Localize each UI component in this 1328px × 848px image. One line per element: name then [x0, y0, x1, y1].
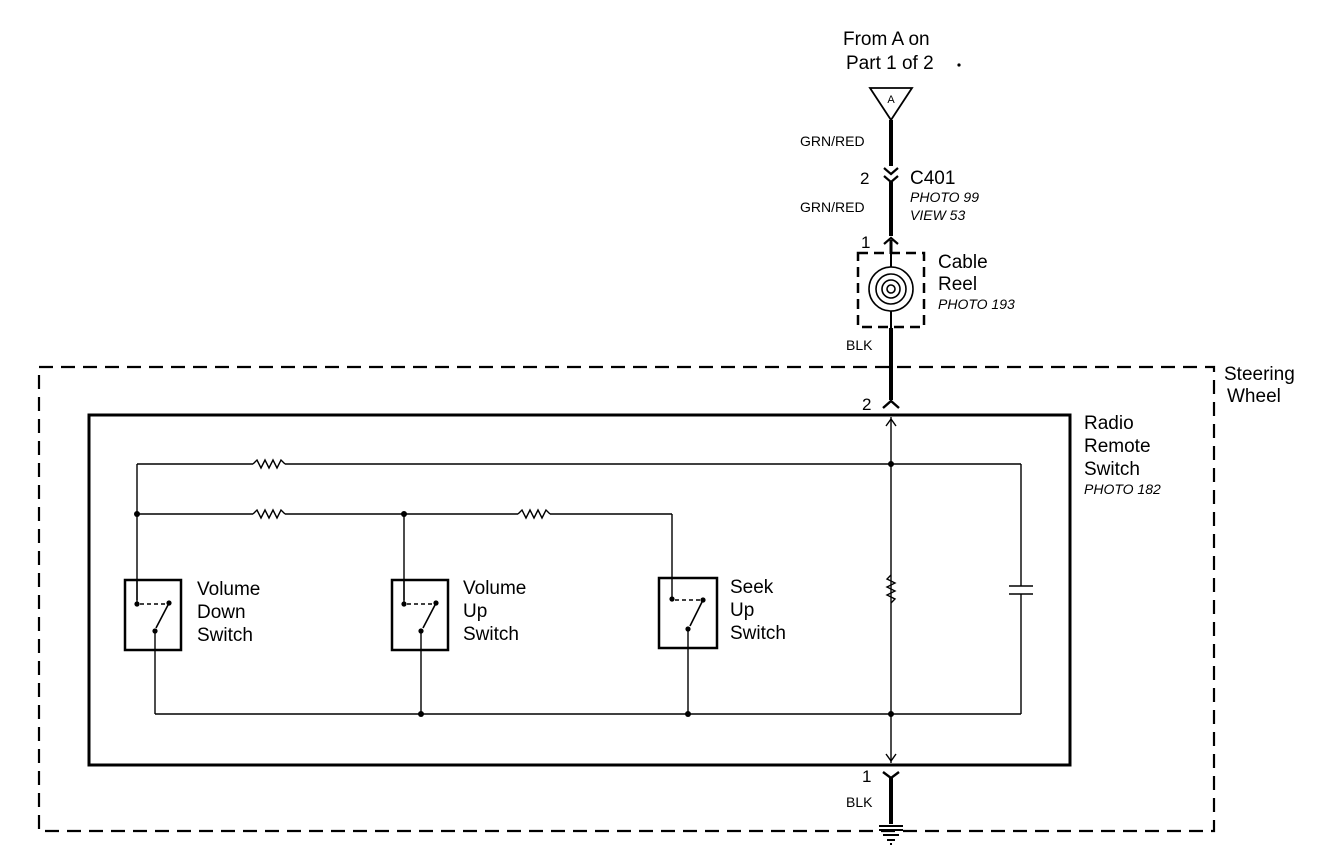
junction-dot [685, 711, 691, 717]
c401-photo-label: PHOTO 99 [910, 189, 979, 205]
bus-resistor [885, 574, 897, 604]
steering-wheel-line1: Steering [1224, 364, 1295, 385]
radio-switch-pin1-symbol [882, 771, 900, 780]
switch-2-line3: Switch [463, 624, 519, 645]
cable-reel-line1: Cable [938, 252, 988, 273]
volume-down-switch [123, 578, 183, 652]
cable-reel-photo: PHOTO 193 [938, 296, 1015, 312]
junction-dot [888, 461, 894, 467]
junction-dot [888, 711, 894, 717]
switch-3-line2: Up [730, 600, 754, 621]
wire-ground-color-label: BLK [846, 794, 873, 810]
cable-reel-coil-icon [868, 266, 914, 312]
wire-lower-color-label: GRN/RED [800, 199, 865, 215]
switch-3-line1: Seek [730, 577, 774, 598]
radio-switch-pin2-symbol [882, 399, 900, 409]
ground-rail [154, 648, 1021, 715]
source-line2: Part 1 of 2 [846, 53, 934, 74]
radio-remote-switch-line3: Switch [1084, 459, 1140, 480]
switch-1-line2: Down [197, 602, 246, 623]
source-period-dot [957, 63, 961, 67]
radio-remote-switch-box [87, 413, 1072, 767]
connector-c401-symbol [883, 167, 899, 184]
cable-reel-pin1-symbol [883, 236, 899, 245]
seek-up-switch [657, 576, 719, 650]
source-marker-letter: A [887, 94, 895, 106]
cable-reel-pin-label: 1 [861, 233, 870, 252]
radio-remote-switch-line1: Radio [1084, 413, 1134, 434]
c401-name-label: C401 [910, 168, 955, 189]
switch-1-line3: Switch [197, 625, 253, 646]
radio-switch-pin-top-label: 2 [862, 395, 871, 414]
wire-upper-color-label: GRN/RED [800, 133, 865, 149]
cable-reel-box [856, 251, 926, 329]
radio-switch-pin-bottom-label: 1 [862, 767, 871, 786]
cable-reel-line2: Reel [938, 274, 977, 295]
source-line1: From A on [843, 29, 930, 50]
switch-3-line3: Switch [730, 623, 786, 644]
switch-rail [136, 508, 673, 600]
junction-dot [418, 711, 424, 717]
c401-view-label: VIEW 53 [910, 207, 965, 223]
steering-wheel-line2: Wheel [1227, 386, 1281, 407]
switch-1-line1: Volume [197, 579, 260, 600]
source-marker-a: A [868, 87, 914, 122]
capacitor [1009, 585, 1033, 714]
wire-reel-out-color-label: BLK [846, 337, 873, 353]
ground-icon [879, 825, 903, 845]
c401-pin-label: 2 [860, 169, 869, 188]
volume-up-switch [390, 578, 450, 652]
junction-dot [134, 511, 140, 517]
switch-2-line2: Up [463, 601, 487, 622]
steering-wheel-boundary [37, 365, 1216, 833]
top-rail [136, 458, 1022, 586]
junction-dot [401, 511, 407, 517]
switch-2-line1: Volume [463, 578, 526, 599]
radio-remote-switch-line2: Remote [1084, 436, 1151, 457]
radio-remote-switch-photo: PHOTO 182 [1084, 481, 1161, 497]
